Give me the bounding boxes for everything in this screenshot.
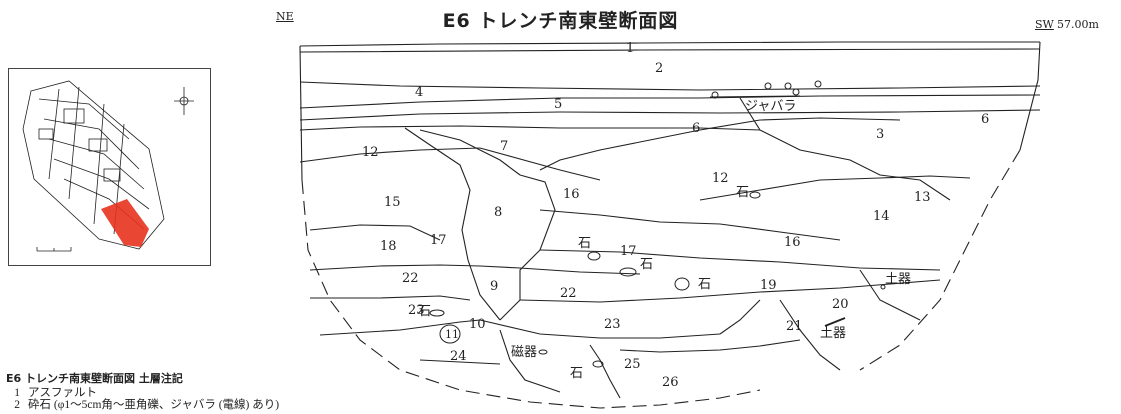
layer-label: 21 <box>786 319 803 334</box>
pottery-label: 土器 <box>885 272 911 287</box>
stone-label: 石 <box>640 257 653 272</box>
layer-label: 22 <box>560 286 577 301</box>
layer-label: 8 <box>494 205 502 220</box>
pottery-label: 土器 <box>820 326 846 341</box>
legend-item-text: アスファルト <box>28 386 97 399</box>
layer-label: 11 <box>445 328 459 341</box>
layer-label: 1 <box>626 41 634 56</box>
location-map <box>8 68 211 266</box>
layer-label: 17 <box>430 233 447 248</box>
layer-legend: E6 トレンチ南東壁断面図 土層注記 1 アスファルト 2 砕石 (φ1～5cm角～… <box>6 372 279 412</box>
layer-label: 12 <box>712 171 729 186</box>
legend-item-text: 砕石 (φ1～5cm角～亜角礫、ジャバラ (電線) あり) <box>28 399 280 411</box>
location-map-drawing <box>22 80 194 252</box>
layer-label: 13 <box>914 190 931 205</box>
layer-label: 6 <box>692 121 700 136</box>
layer-labels: 1 2 3 4 5 6 6 7 8 9 10 11 12 12 13 14 15… <box>362 41 989 390</box>
layer-label: 14 <box>873 209 890 224</box>
layer-label: 2 <box>655 61 663 76</box>
layer-label: 17 <box>620 244 637 259</box>
layer-label: 19 <box>760 278 777 293</box>
legend-item: 2 砕石 (φ1～5cm角～亜角礫、ジャバラ (電線) あり) <box>6 399 279 412</box>
layer-label: 20 <box>832 297 849 312</box>
layer-label: 3 <box>876 127 884 142</box>
layer-label: 4 <box>415 85 423 100</box>
stone-label: 石 <box>570 366 583 381</box>
layer-label: 9 <box>490 279 498 294</box>
legend-title: E6 トレンチ南東壁断面図 土層注記 <box>6 372 183 385</box>
layer-label: 22 <box>402 271 419 286</box>
layer-label: 6 <box>981 112 989 127</box>
layer-label: 16 <box>563 187 580 202</box>
stone-label: 石 <box>418 304 431 319</box>
diagram-title: E6 トレンチ南東壁断面図 <box>442 10 679 32</box>
stone-label: 石 <box>736 185 749 200</box>
layer-label: 12 <box>362 145 379 160</box>
stone-label: 石 <box>698 277 711 292</box>
layer-label: 5 <box>554 97 562 112</box>
layer-label: 26 <box>662 375 679 390</box>
jabara-label: ジャバラ <box>745 99 796 114</box>
layer-label: 16 <box>784 235 801 250</box>
layer-label: 15 <box>384 195 401 210</box>
legend-item-number: 1 <box>14 386 20 399</box>
layer-label: 7 <box>500 139 508 154</box>
layer-label: 25 <box>624 357 641 372</box>
layer-label: 24 <box>450 349 467 364</box>
layer-label: 23 <box>408 303 425 318</box>
layer-label: 18 <box>380 239 397 254</box>
legend-item: 1 アスファルト <box>6 387 279 400</box>
direction-ne: NE <box>276 10 294 23</box>
stone-label: 石 <box>578 236 591 251</box>
elevation-label: 57.00m <box>1057 18 1099 31</box>
direction-sw: SW <box>1035 18 1054 31</box>
legend-item-number: 2 <box>14 399 20 411</box>
porcelain-label: 磁器 <box>511 345 537 360</box>
layer-label: 23 <box>604 317 621 332</box>
layer-label: 10 <box>469 317 486 332</box>
